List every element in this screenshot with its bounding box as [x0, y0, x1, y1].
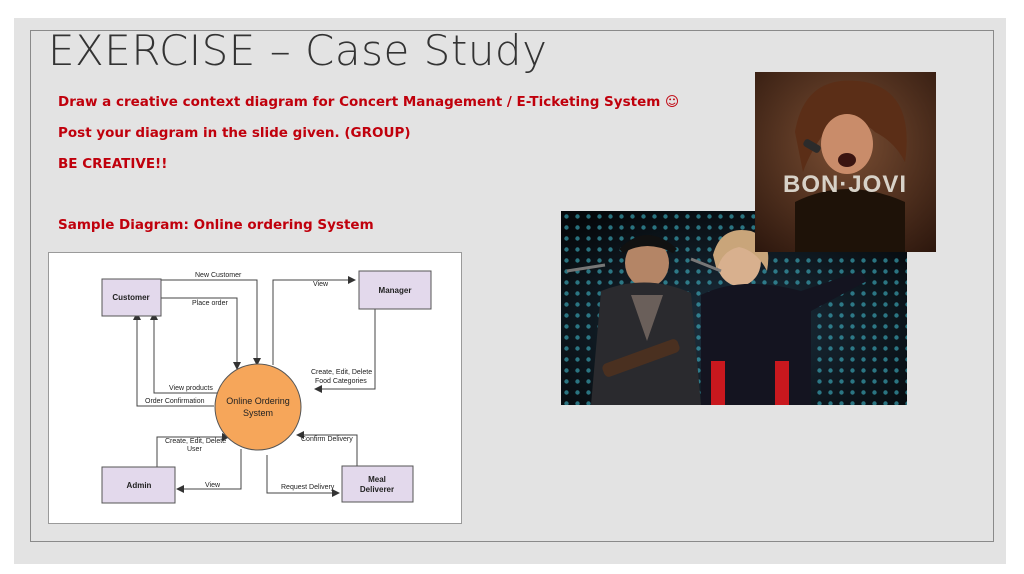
- flow-label-request-delivery: Request Delivery: [281, 484, 335, 491]
- slide-frame: [30, 30, 994, 542]
- entity-customer: [101, 278, 162, 317]
- instruction-line-3: BE CREATIVE!!: [58, 156, 168, 172]
- flow-label-confirm-delivery: Confirm Delivery: [301, 436, 353, 443]
- context-diagram-svg: Customer Manager Admin Meal Deliverer On…: [101, 270, 432, 504]
- flow-label-order-confirmation: Order Confirmation: [145, 398, 205, 405]
- flow-label-view-products: View products: [169, 385, 213, 392]
- entity-manager: [358, 270, 432, 310]
- entity-admin-label: Admin: [127, 481, 152, 490]
- entity-customer-label: Customer: [112, 293, 149, 302]
- flow-lines: [133, 276, 376, 497]
- entity-manager-label: Manager: [379, 286, 412, 295]
- flow-label-admin-view: View: [205, 482, 221, 489]
- flow-label-new-customer: New Customer: [195, 272, 242, 279]
- process-label-1: Online Ordering: [226, 396, 290, 406]
- flow-label-create-food-2: Food Categories: [315, 378, 367, 385]
- album-logo-text: BON·JOVI: [783, 171, 907, 198]
- flow-label-place-order: Place order: [192, 300, 228, 307]
- album-cover-image: BON·JOVI: [755, 72, 936, 252]
- instruction-line-2: Post your diagram in the slide given. (G…: [58, 125, 411, 141]
- context-diagram: Customer Manager Admin Meal Deliverer On…: [48, 252, 462, 524]
- process-label-2: System: [243, 408, 273, 418]
- flow-label-create-user-2: User: [187, 446, 202, 453]
- entity-meal-deliverer-label-1: Meal: [368, 475, 386, 484]
- sample-caption: Sample Diagram: Online ordering System: [58, 217, 374, 233]
- slide-title: EXERCISE – Case Study: [48, 26, 548, 75]
- flow-label-create-food-1: Create, Edit, Delete: [311, 369, 372, 376]
- process-circle: [214, 363, 302, 451]
- flow-label-manager-view: View: [313, 281, 329, 288]
- flow-label-create-user-1: Create, Edit, Delete: [165, 438, 226, 445]
- entity-admin: [101, 466, 176, 504]
- instruction-line-1: Draw a creative context diagram for Conc…: [58, 94, 680, 110]
- entity-meal-deliverer-label-2: Deliverer: [360, 485, 394, 494]
- entity-meal-deliverer: [341, 465, 414, 503]
